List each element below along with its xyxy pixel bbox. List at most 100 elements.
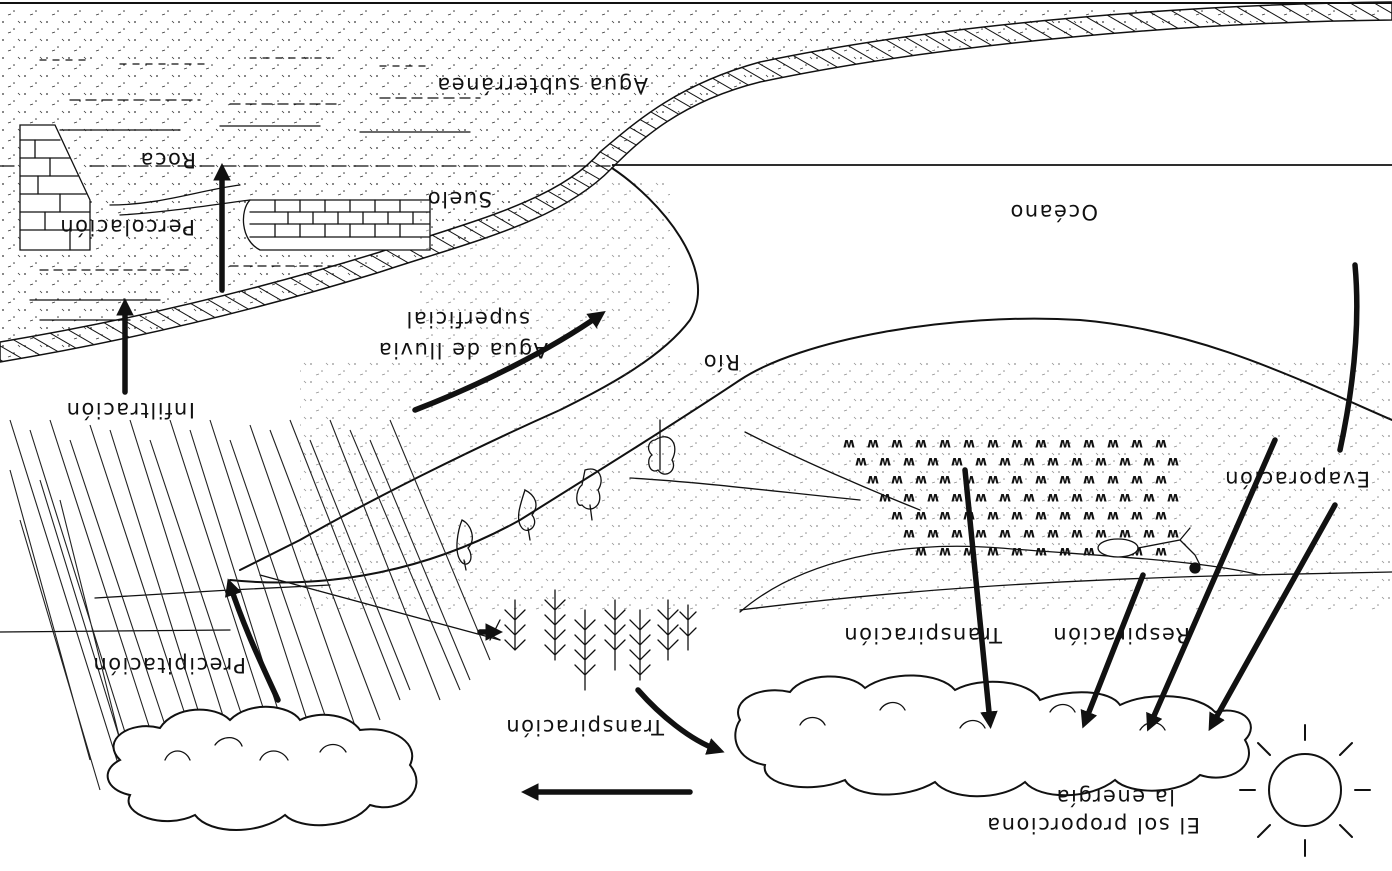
- crop-mark: w: [927, 454, 939, 469]
- crop-mark: w: [1059, 544, 1071, 559]
- label-transpiration-upper: Transpiración: [843, 623, 1003, 647]
- crop-mark: w: [1119, 490, 1131, 505]
- crop-mark: w: [987, 544, 999, 559]
- crop-mark: w: [891, 508, 903, 523]
- crop-mark: w: [1059, 508, 1071, 523]
- label-ocean: Océano: [1009, 200, 1098, 224]
- crop-mark: w: [1071, 490, 1083, 505]
- crop-mark: w: [1143, 454, 1155, 469]
- label-groundwater: Agua subterránea: [436, 73, 648, 97]
- crop-mark: w: [1047, 526, 1059, 541]
- crop-mark: w: [1023, 454, 1035, 469]
- crop-mark: w: [855, 454, 867, 469]
- crop-mark: w: [987, 508, 999, 523]
- crop-mark: w: [1131, 472, 1143, 487]
- crop-mark: w: [903, 454, 915, 469]
- crop-mark: w: [843, 436, 855, 451]
- crop-mark: w: [939, 544, 951, 559]
- sun-icon: [1240, 725, 1370, 856]
- crop-mark: w: [1011, 472, 1023, 487]
- crop-mark: w: [1011, 508, 1023, 523]
- crop-mark: w: [1047, 454, 1059, 469]
- crop-mark: w: [1071, 526, 1083, 541]
- crop-mark: w: [999, 490, 1011, 505]
- crop-mark: w: [1167, 490, 1179, 505]
- crop-mark: w: [1131, 508, 1143, 523]
- crop-mark: w: [1059, 472, 1071, 487]
- label-rock: Roca: [139, 148, 196, 172]
- label-percolation: Percolación: [59, 215, 195, 239]
- crop-mark: w: [1143, 490, 1155, 505]
- crop-mark: w: [1083, 472, 1095, 487]
- label-sun-line1: El sol proporciona: [986, 813, 1200, 837]
- label-precipitation: Precipitación: [92, 653, 246, 677]
- label-evaporation: Evaporación: [1224, 467, 1370, 491]
- crop-mark: w: [939, 472, 951, 487]
- crop-mark: w: [891, 472, 903, 487]
- crop-mark: w: [1083, 544, 1095, 559]
- crop-mark: w: [915, 436, 927, 451]
- crop-mark: w: [1155, 472, 1167, 487]
- crop-mark: w: [951, 454, 963, 469]
- crop-mark: w: [975, 526, 987, 541]
- crop-mark: w: [1119, 454, 1131, 469]
- crop-mark: w: [927, 490, 939, 505]
- crop-mark: w: [915, 544, 927, 559]
- crop-mark: w: [1023, 490, 1035, 505]
- crop-mark: w: [1023, 526, 1035, 541]
- crop-mark: w: [975, 490, 987, 505]
- crop-mark: w: [1035, 544, 1047, 559]
- crop-mark: w: [1107, 508, 1119, 523]
- crop-mark: w: [987, 436, 999, 451]
- crop-mark: w: [1035, 436, 1047, 451]
- crop-mark: w: [1095, 454, 1107, 469]
- crop-mark: w: [1011, 436, 1023, 451]
- river-texture: [420, 180, 670, 400]
- crop-mark: w: [951, 526, 963, 541]
- label-runoff-line2: superficial: [405, 307, 530, 331]
- crop-mark: w: [1167, 526, 1179, 541]
- crop-mark: w: [879, 454, 891, 469]
- crop-mark: w: [1047, 490, 1059, 505]
- crop-mark: w: [975, 454, 987, 469]
- crop-mark: w: [927, 526, 939, 541]
- crop-mark: w: [891, 436, 903, 451]
- crop-mark: w: [1155, 508, 1167, 523]
- crop-mark: w: [903, 526, 915, 541]
- label-sun-line2: la energía: [1055, 785, 1175, 809]
- precipitation-arrow: [230, 585, 278, 700]
- crop-mark: w: [1155, 436, 1167, 451]
- crop-mark: w: [1011, 544, 1023, 559]
- crop-mark: w: [939, 508, 951, 523]
- crop-mark: w: [1143, 526, 1155, 541]
- crop-mark: w: [1059, 436, 1071, 451]
- label-respiration: Respiración: [1052, 623, 1190, 647]
- crop-mark: w: [939, 436, 951, 451]
- crop-mark: w: [1071, 454, 1083, 469]
- label-infiltration: Infiltración: [65, 398, 195, 422]
- crop-mark: w: [903, 490, 915, 505]
- crop-mark: w: [915, 508, 927, 523]
- crop-mark: w: [963, 436, 975, 451]
- crop-mark: w: [1035, 508, 1047, 523]
- crop-mark: w: [1083, 508, 1095, 523]
- label-runoff-line1: Agua de lluvia: [377, 338, 548, 362]
- crop-mark: w: [999, 454, 1011, 469]
- crop-mark: w: [1107, 472, 1119, 487]
- crop-mark: w: [867, 436, 879, 451]
- crop-mark: w: [879, 490, 891, 505]
- crop-mark: w: [1095, 490, 1107, 505]
- crop-mark: w: [951, 490, 963, 505]
- crop-mark: w: [1167, 454, 1179, 469]
- crop-mark: w: [1131, 436, 1143, 451]
- crop-mark: w: [1035, 472, 1047, 487]
- label-river: Río: [702, 350, 740, 374]
- crop-mark: w: [1155, 544, 1167, 559]
- crop-mark: w: [915, 472, 927, 487]
- crop-mark: w: [1107, 436, 1119, 451]
- label-transpiration-lower: Transpiración: [505, 715, 665, 739]
- crop-mark: w: [1083, 436, 1095, 451]
- crop-mark: w: [867, 472, 879, 487]
- crop-mark: w: [987, 472, 999, 487]
